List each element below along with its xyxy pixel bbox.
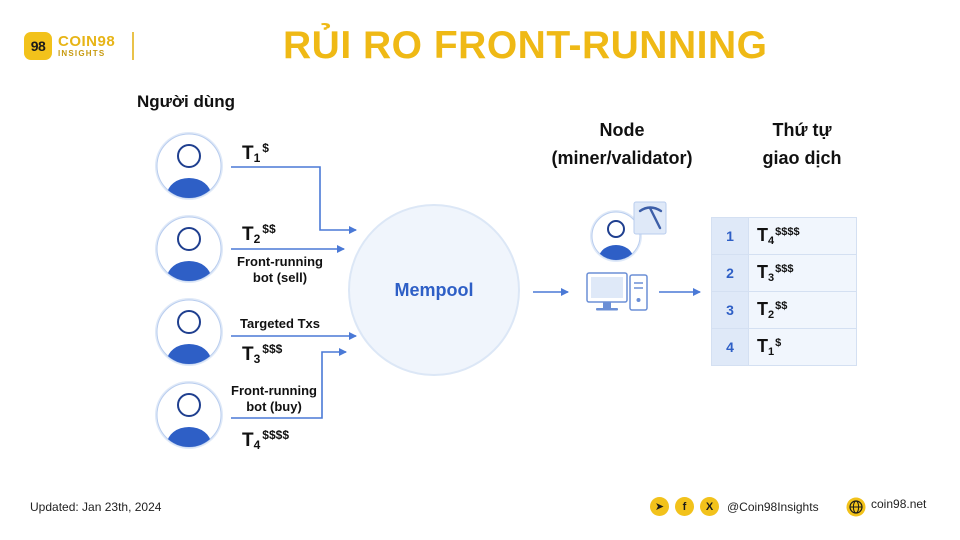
globe-icon [846, 497, 866, 517]
order-rank: 4 [711, 328, 749, 366]
order-rank: 2 [711, 254, 749, 292]
transaction-order-label: Thứ tự giao dịch [762, 120, 842, 168]
logo-badge: 98 [24, 32, 52, 60]
node-label: Node (miner/validator) [551, 120, 693, 168]
tx-desc-2: Front-running bot (sell) [237, 254, 323, 285]
user-avatar-2 [155, 215, 223, 283]
tx-label-1: T1$ [242, 141, 269, 165]
social-handle[interactable]: @Coin98Insights [727, 499, 819, 514]
telegram-icon[interactable]: ➤ [650, 497, 669, 516]
tx-desc-4: Front-running bot (buy) [231, 383, 317, 414]
website-text[interactable]: coin98.net [871, 497, 927, 511]
tx-label-3: T3$$$ [242, 342, 283, 366]
computer-icon [586, 272, 648, 311]
website-link[interactable]: coin98.net [846, 497, 926, 511]
arrow-t4 [231, 348, 347, 419]
updated-date: Updated: Jan 23th, 2024 [30, 500, 162, 514]
logo-subtitle: INSIGHTS [58, 49, 106, 58]
order-rank: 1 [711, 217, 749, 255]
table-row: 3 T2$$ [711, 291, 857, 329]
x-icon[interactable]: X [700, 497, 719, 516]
coin98-logo: 98 COIN98 INSIGHTS [24, 32, 115, 60]
facebook-icon[interactable]: f [675, 497, 694, 516]
table-row: 1 T4$$$$ [711, 217, 857, 255]
tx-label-4: T4$$$$ [242, 428, 289, 452]
node-avatar [590, 210, 642, 262]
order-tx: T2$$ [748, 291, 857, 329]
user-avatar-1 [155, 132, 223, 200]
logo-divider [132, 32, 134, 60]
tx-label-2: T2$$ [242, 222, 276, 246]
mempool-circle [348, 204, 520, 376]
page-title: RỦI RO FRONT-RUNNING [283, 24, 768, 67]
table-row: 4 T1$ [711, 328, 857, 366]
order-tx: T1$ [748, 328, 857, 366]
order-tx: T4$$$$ [748, 217, 857, 255]
arrow-t1 [231, 166, 357, 234]
pickaxe-icon [633, 201, 667, 235]
social-links: ➤ f X @Coin98Insights [650, 497, 819, 516]
mempool-label: Mempool [394, 280, 474, 300]
user-avatar-4 [155, 381, 223, 449]
table-row: 2 T3$$$ [711, 254, 857, 292]
transaction-order-table: 1 T4$$$$ 2 T3$$$ 3 T2$$ 4 T1$ [711, 217, 857, 366]
logo-name: COIN98 [58, 33, 116, 50]
order-tx: T3$$$ [748, 254, 857, 292]
users-label: Người dùng [137, 92, 236, 111]
user-avatar-3 [155, 298, 223, 366]
order-rank: 3 [711, 291, 749, 329]
tx-desc-3: Targeted Txs [240, 316, 320, 331]
